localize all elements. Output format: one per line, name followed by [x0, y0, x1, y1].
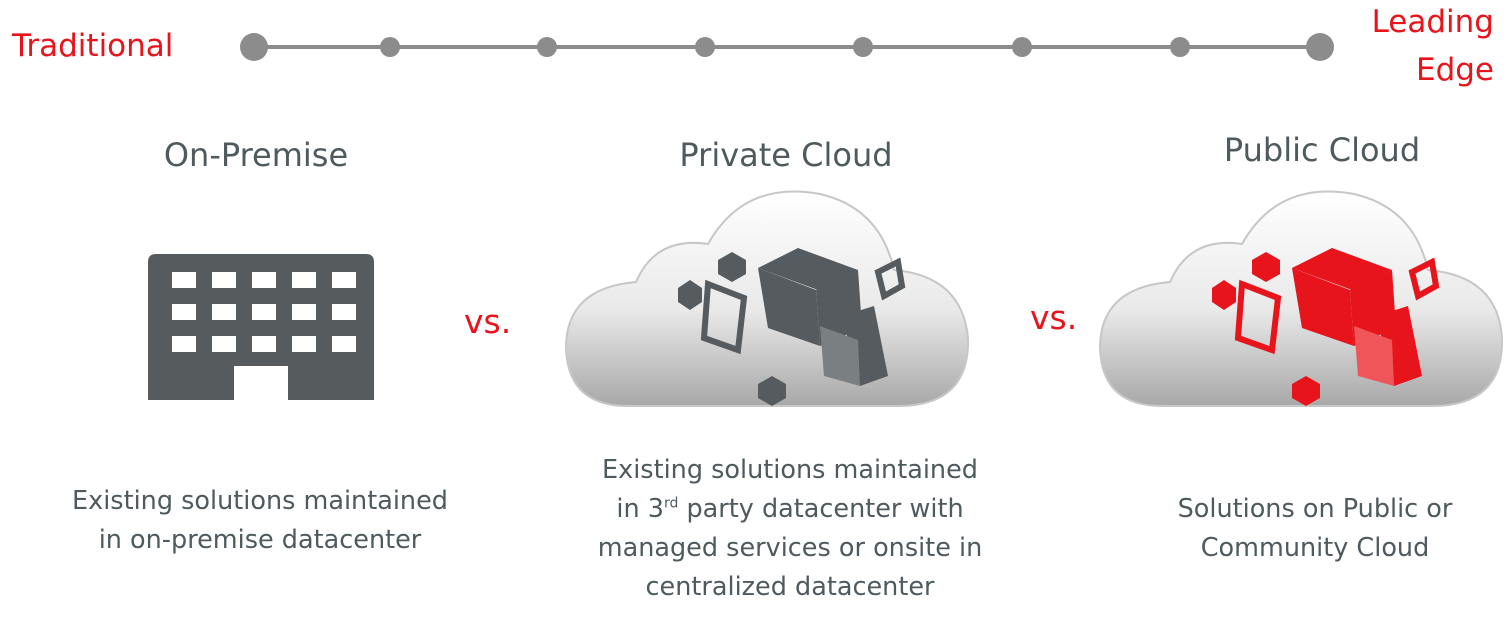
timeline-dot	[1170, 37, 1190, 57]
heading-public-cloud: Public Cloud	[1223, 131, 1421, 169]
scale-right-label-line2: Edge	[1415, 52, 1494, 88]
vs-separator-1: vs.	[464, 302, 512, 341]
timeline-dot	[695, 37, 715, 57]
description-on-premise: Existing solutions maintained in on-prem…	[20, 482, 500, 560]
description-line: managed services or onsite in	[597, 533, 983, 563]
description-text: party datacenter with	[678, 494, 964, 524]
scale-right-label-line1: Leading	[1371, 4, 1494, 40]
description-private-cloud: Existing solutions maintained in 3rd par…	[540, 451, 1040, 607]
description-text: in 3	[616, 494, 664, 524]
description-line: Existing solutions maintained	[602, 455, 978, 485]
heading-private-cloud: Private Cloud	[679, 136, 893, 174]
heading-on-premise: On-Premise	[163, 136, 349, 174]
timeline-dot	[853, 37, 873, 57]
description-line: Community Cloud	[1200, 533, 1430, 563]
building-icon	[148, 254, 374, 400]
description-line: Existing solutions maintained	[72, 486, 448, 516]
timeline-scale	[240, 33, 1334, 61]
scale-left-label: Traditional	[12, 28, 174, 64]
vs-separator-2: vs.	[1030, 298, 1078, 337]
timeline-endpoint-dot	[240, 33, 268, 61]
description-public-cloud: Solutions on Public or Community Cloud	[1140, 490, 1490, 568]
timeline-dot	[537, 37, 557, 57]
public-cloud-icon	[1098, 190, 1504, 407]
superscript: rd	[663, 495, 679, 512]
description-line: centralized datacenter	[645, 572, 935, 602]
timeline-dot	[380, 37, 400, 57]
public-cloud-cubes	[1212, 248, 1440, 406]
timeline-endpoint-dot	[1306, 33, 1334, 61]
timeline-dot	[1012, 37, 1032, 57]
description-line: in on-premise datacenter	[98, 525, 422, 555]
scale-right-label: Leading Edge	[1346, 0, 1494, 94]
private-cloud-cubes	[678, 248, 906, 406]
description-line: Solutions on Public or	[1177, 494, 1453, 524]
private-cloud-icon	[564, 190, 970, 407]
description-line: in 3rd party datacenter with	[540, 490, 1040, 529]
